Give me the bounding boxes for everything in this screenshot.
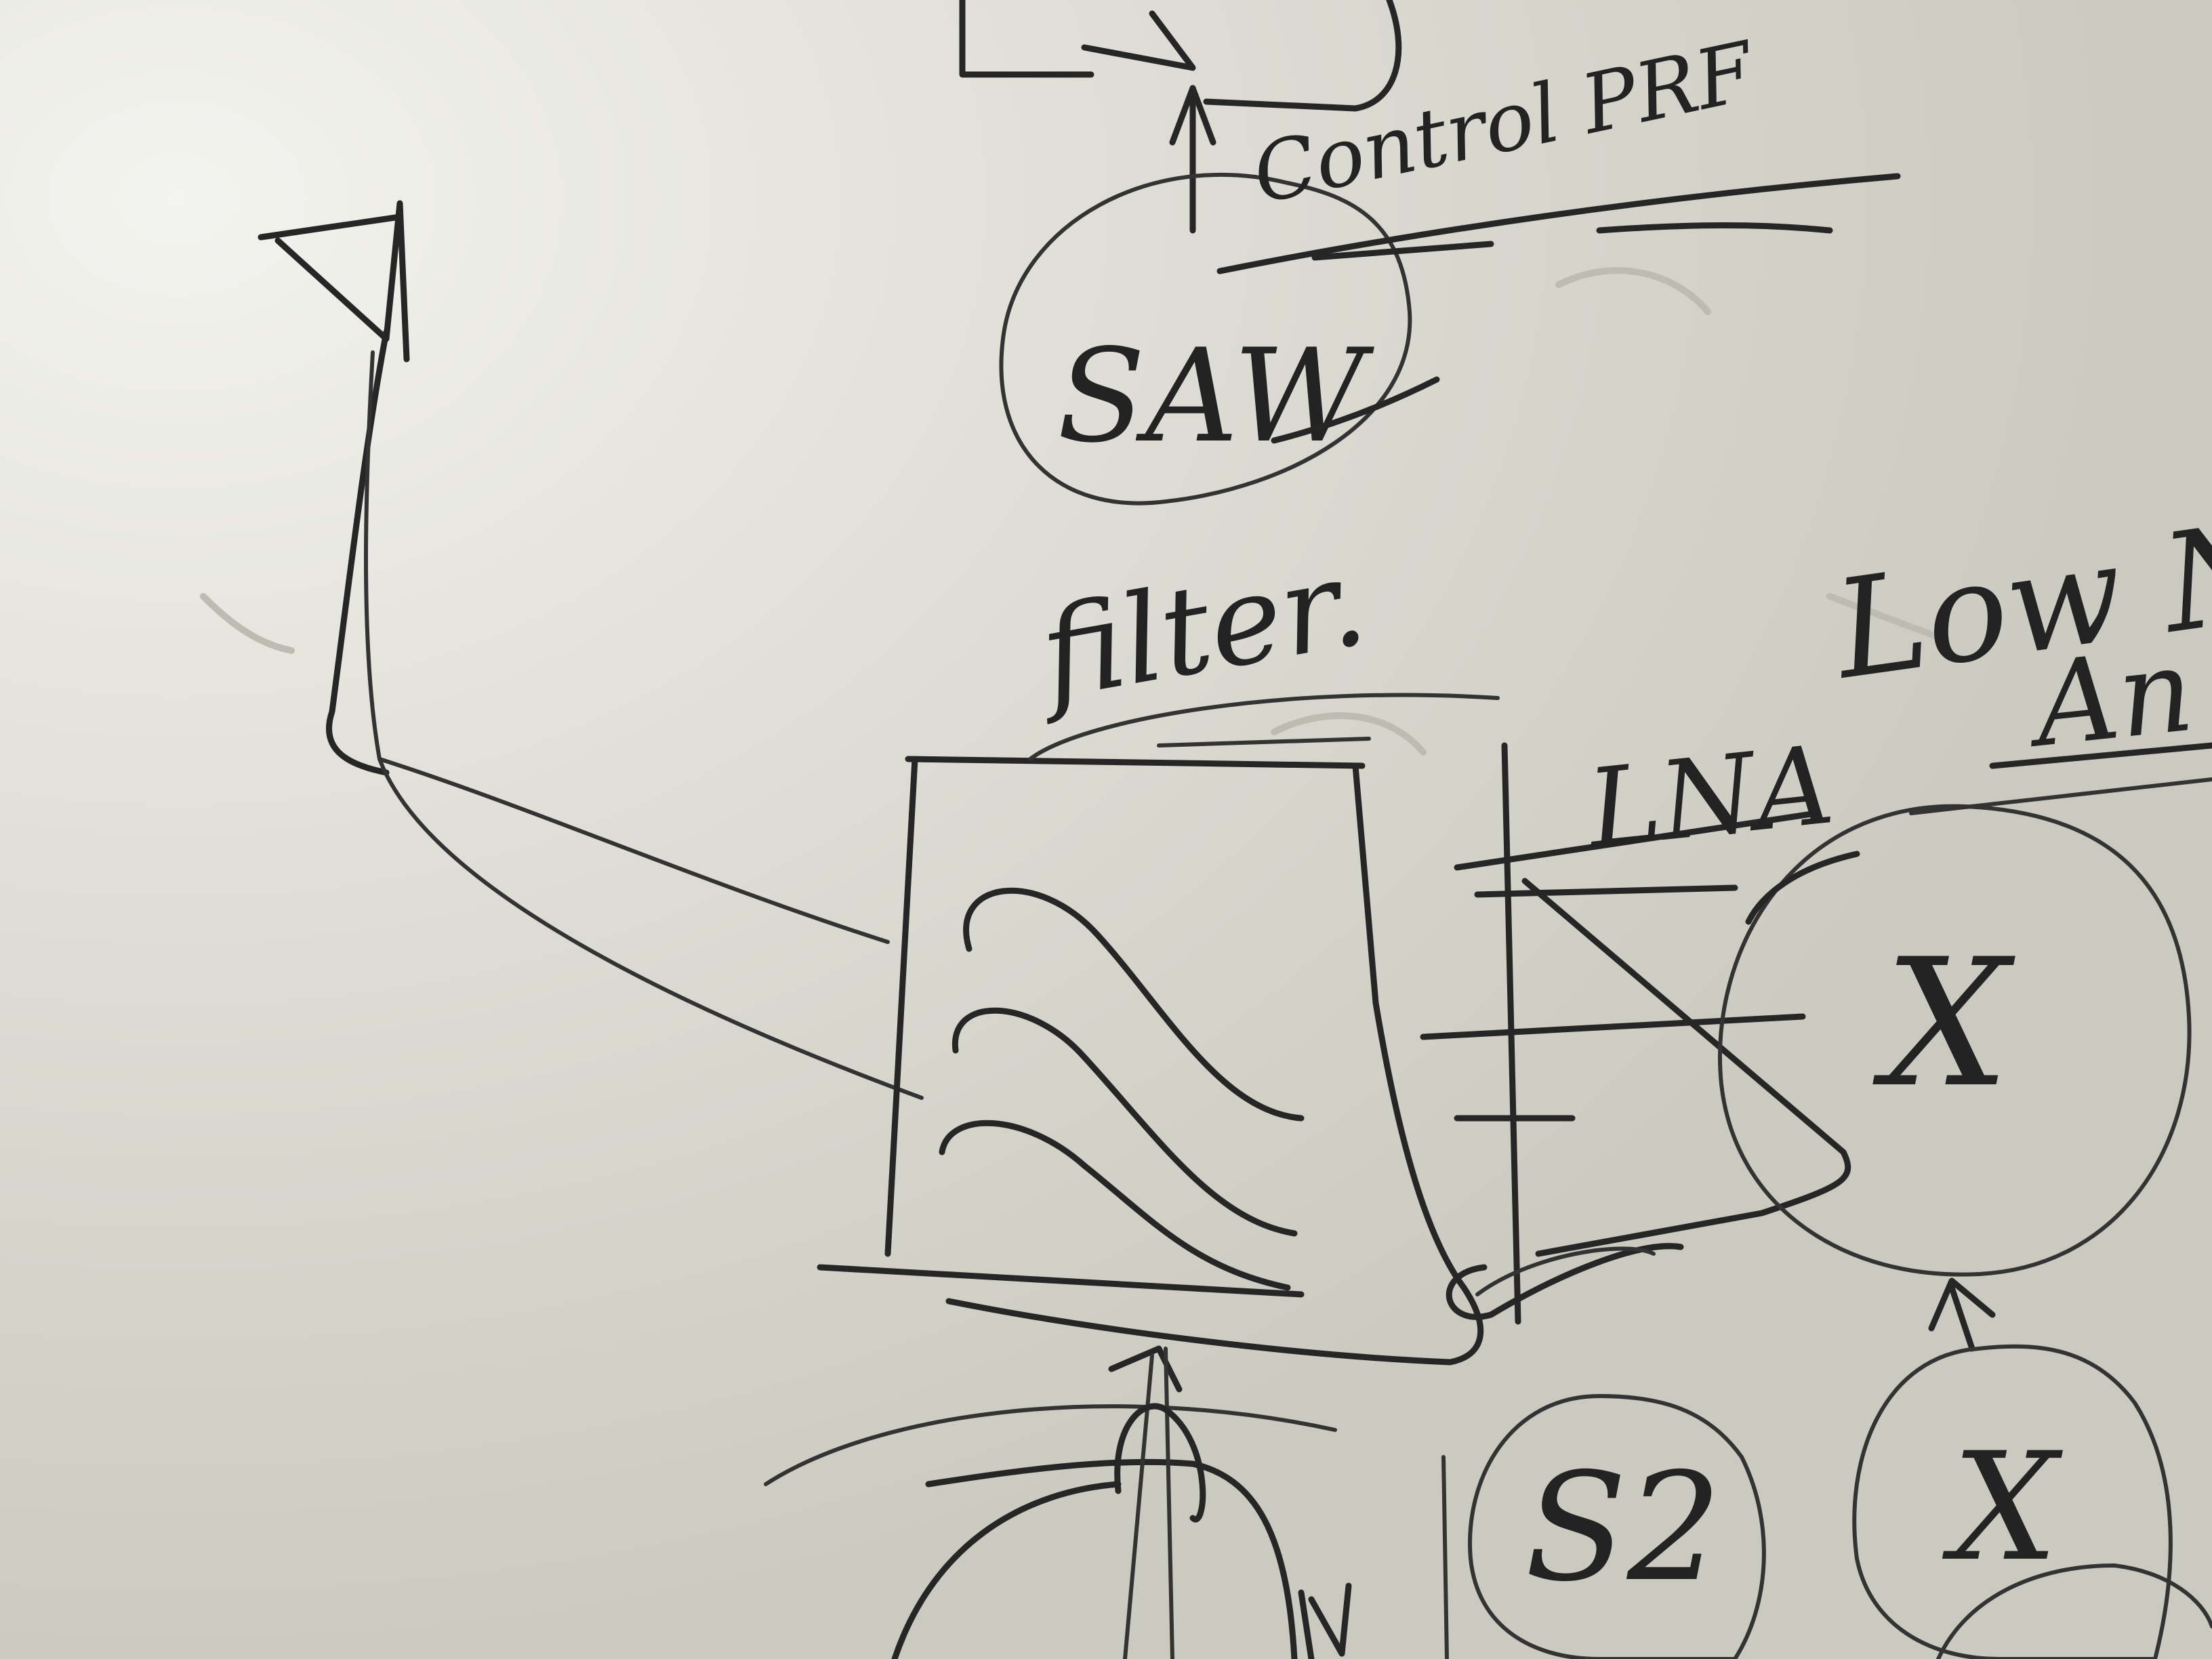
mixer-1-symbol: X — [1870, 922, 2016, 1126]
mixer-icon: X — [1718, 804, 2192, 1277]
top-box-partial — [959, 0, 1402, 112]
antenna-icon — [258, 200, 924, 1100]
bottom-scribbles — [764, 1345, 1352, 1659]
mixer-2-block: X — [1852, 1344, 2212, 1659]
bandpass-filter-icon — [817, 693, 1500, 1366]
erased-ghost-marks — [200, 267, 1942, 756]
saw-to-box-arrow — [1169, 85, 1216, 234]
lna-label: LNA — [1580, 721, 1839, 873]
s2-block: S2 — [1441, 1394, 1766, 1659]
s2-label: S2 — [1525, 1441, 1722, 1614]
mixer-2-symbol: X — [1942, 1420, 2063, 1594]
mixer-link-arrow — [1928, 1277, 1996, 1352]
saw-label: SAW — [1057, 321, 1375, 471]
amplifier-triangle-icon — [1420, 742, 1851, 1325]
low-noise-underline — [1989, 742, 2212, 769]
saw-block: SAW — [999, 172, 1440, 506]
